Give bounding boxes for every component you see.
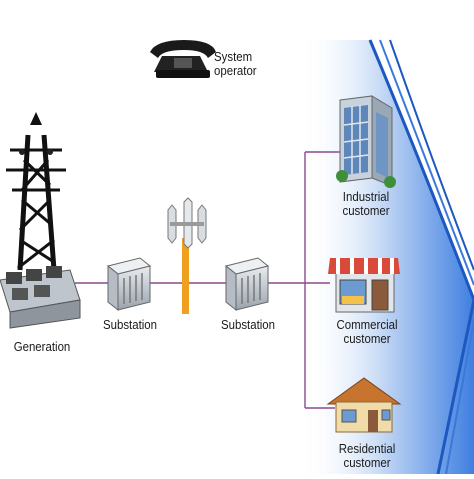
- system-operator-label: System operator: [214, 50, 257, 78]
- industrial-customer-label: Industrial customer: [333, 190, 400, 218]
- storefront-icon: [328, 258, 400, 313]
- generation-label: Generation: [13, 339, 71, 354]
- substation-2-label: Substation: [220, 317, 276, 332]
- industrial-line2: customer: [342, 203, 390, 218]
- commercial-line2: customer: [343, 331, 391, 346]
- house-icon: [326, 377, 402, 433]
- commercial-line1: Commercial: [336, 317, 398, 332]
- substation-1-label: Substation: [102, 317, 158, 332]
- connection-lines: [75, 151, 340, 409]
- wind-turbine-icon: [167, 197, 207, 314]
- office-building-icon: [336, 95, 396, 188]
- industrial-line1: Industrial: [342, 189, 390, 204]
- telephone-icon: [150, 40, 216, 78]
- residential-line2: customer: [343, 455, 391, 470]
- substation-icon-2: [224, 257, 270, 312]
- system-operator-line2: operator: [214, 63, 257, 78]
- commercial-customer-label: Commercial customer: [331, 318, 403, 346]
- residential-line1: Residential: [338, 441, 396, 456]
- transmission-tower-icon: [0, 112, 81, 329]
- substation-icon: [106, 257, 152, 312]
- residential-customer-label: Residential customer: [331, 442, 403, 470]
- system-operator-line1: System: [214, 49, 253, 64]
